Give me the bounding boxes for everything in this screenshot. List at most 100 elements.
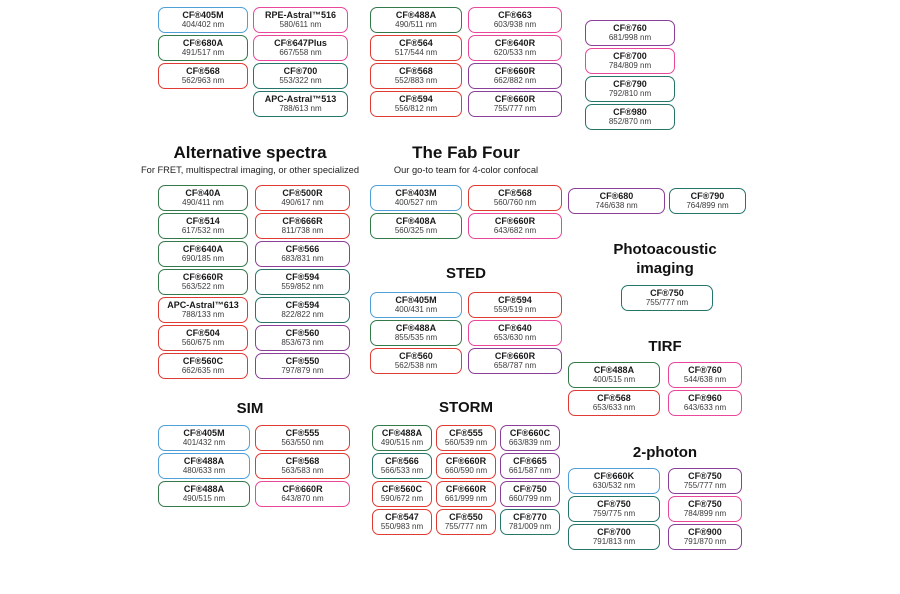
dye-name: CF®504	[186, 328, 220, 339]
dye-name: CF®660R	[445, 456, 487, 467]
dye-wavelengths: 791/870 nm	[683, 536, 727, 546]
dye-name: CF®960	[688, 393, 722, 404]
dye-wavelengths: 400/527 nm	[394, 197, 438, 207]
section-title-alternative-spectra: Alternative spectra	[173, 143, 327, 162]
dye-name: CF®560C	[182, 356, 224, 367]
dye-wavelengths: 400/431 nm	[394, 304, 438, 314]
dye-wavelengths: 550/983 nm	[380, 521, 424, 531]
dye-wavelengths: 660/590 nm	[444, 465, 488, 475]
dye-name: CF®405M	[182, 10, 224, 21]
dye-name: CF®560C	[381, 484, 423, 495]
dye-wavelengths: 404/402 nm	[181, 19, 225, 29]
dye-name: CF®488A	[395, 323, 437, 334]
section-subtitle-fab-four: Our go-to team for 4-color confocal	[393, 165, 539, 175]
dye-wavelengths: 490/515 nm	[182, 493, 226, 503]
dye-name: CF®640A	[182, 244, 224, 255]
dye-name: CF®980	[613, 107, 647, 118]
dye-wavelengths: 562/538 nm	[394, 360, 438, 370]
dye-wavelengths: 490/511 nm	[395, 19, 437, 29]
dye-wavelengths: 401/432 nm	[182, 437, 226, 447]
section-subtitle-alternative-spectra: For FRET, multispectral imaging, or othe…	[140, 165, 360, 175]
dye-name: CF®790	[613, 79, 647, 90]
dye-name: CF®555	[449, 428, 483, 439]
dye-name: CF®560	[285, 328, 320, 339]
dye-name: CF®660R	[182, 272, 224, 283]
dye-name: CF®750	[597, 499, 631, 510]
dye-name: CF®750	[513, 484, 547, 495]
dye-name: APC-Astral™613	[167, 300, 239, 311]
dye-wavelengths: 755/777 nm	[444, 521, 488, 531]
dye-wavelengths: 580/611 nm	[279, 19, 322, 29]
dye-name: CF®594	[399, 94, 433, 105]
dye-wavelengths: 792/810 nm	[608, 88, 652, 98]
dye-wavelengths: 822/822 nm	[281, 309, 324, 319]
dye-wavelengths: 852/870 nm	[608, 116, 652, 126]
dye-name: CF®770	[513, 512, 547, 523]
dye-name: APC-Astral™513	[264, 94, 337, 105]
section-title-photoacoustic: Photoacoustic imaging	[613, 241, 717, 277]
dye-wavelengths: 784/809 nm	[608, 60, 652, 70]
dye-wavelengths: 480/633 nm	[182, 465, 226, 475]
dye-name: CF®560	[399, 351, 433, 362]
dye-wavelengths: 755/777 nm	[493, 103, 537, 113]
dye-wavelengths: 643/682 nm	[493, 225, 537, 235]
dye-name: CF®550	[285, 356, 320, 367]
dye-name: CF®547	[385, 512, 419, 523]
dye-name: CF®680A	[182, 38, 224, 49]
dye-wavelengths: 559/519 nm	[493, 304, 537, 314]
dye-wavelengths: 653/633 nm	[592, 402, 636, 412]
dye-name: CF®40A	[185, 188, 221, 199]
dye-wavelengths: 559/852 nm	[281, 281, 324, 291]
dye-name: CF®405M	[183, 428, 225, 439]
dye-wavelengths: 663/839 nm	[508, 437, 552, 447]
dye-name: CF®640	[498, 323, 532, 334]
dye-wavelengths: 517/544 nm	[394, 47, 438, 57]
dye-wavelengths: 603/938 nm	[493, 19, 537, 29]
dye-name: CF®750	[650, 288, 684, 299]
dye-wavelengths: 643/870 nm	[281, 493, 324, 503]
dye-name: CF®790	[690, 191, 725, 202]
dye-name: CF®660R	[494, 94, 536, 105]
dye-name: CF®660R	[494, 216, 536, 227]
